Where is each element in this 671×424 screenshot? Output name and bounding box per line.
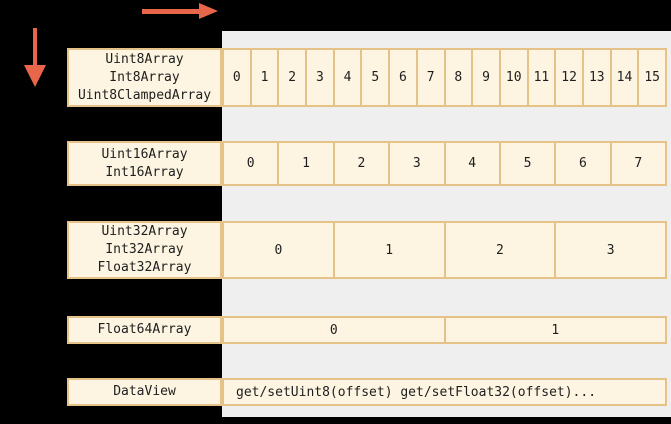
word-cell: 3 xyxy=(388,143,443,184)
dword-cell: 3 xyxy=(554,223,665,277)
down-arrow-head xyxy=(24,65,46,87)
cells-float64-view: 0 1 xyxy=(222,316,667,344)
byte-cell: 0 xyxy=(232,70,241,85)
qword-cell: 0 xyxy=(329,322,338,338)
row-uint8-views: Uint8Array Int8Array Uint8ClampedArray 0… xyxy=(67,48,667,107)
row-float64-view: Float64Array 0 1 xyxy=(67,316,667,344)
label-uint32-views: Uint32Array Int32Array Float32Array xyxy=(67,221,222,279)
right-arrow-head xyxy=(199,3,218,19)
label-dataview: DataView xyxy=(67,378,222,406)
down-arrow-shaft xyxy=(33,28,37,66)
word-cell: 4 xyxy=(443,143,499,184)
byte-cell: 4 xyxy=(332,50,361,105)
byte-cell: 3 xyxy=(305,50,333,105)
byte-cell: 14 xyxy=(609,50,638,105)
qword-cell: 1 xyxy=(443,318,666,342)
byte-cell: 8 xyxy=(443,50,472,105)
word-cell: 6 xyxy=(554,143,609,184)
byte-cell: 13 xyxy=(581,50,610,105)
word-cell: 0 xyxy=(246,156,255,171)
word-cell: 7 xyxy=(609,143,665,184)
word-cell: 5 xyxy=(498,143,554,184)
dword-cell: 1 xyxy=(332,223,444,277)
label-float64-view: Float64Array xyxy=(67,316,222,344)
byte-cell: 12 xyxy=(554,50,582,105)
down-arrow-icon xyxy=(24,28,46,88)
cells-uint32-views: 0 1 2 3 xyxy=(222,221,667,279)
dword-cell: 2 xyxy=(443,223,555,277)
byte-cell: 6 xyxy=(388,50,416,105)
byte-cell: 15 xyxy=(637,50,665,105)
cells-uint8-views: 0 1 2 3 4 5 6 7 8 9 10 11 12 13 14 15 xyxy=(222,48,667,107)
row-uint16-views: Uint16Array Int16Array 0 1 2 3 4 5 6 7 xyxy=(67,141,667,186)
byte-cell: 1 xyxy=(249,50,278,105)
label-uint16-views: Uint16Array Int16Array xyxy=(67,141,222,186)
dataview-methods-cell: get/setUint8(offset) get/setFloat32(offs… xyxy=(236,384,597,400)
byte-cell: 11 xyxy=(526,50,555,105)
cells-dataview: get/setUint8(offset) get/setFloat32(offs… xyxy=(222,378,667,406)
row-uint32-views: Uint32Array Int32Array Float32Array 0 1 … xyxy=(67,221,667,279)
row-dataview: DataView get/setUint8(offset) get/setFlo… xyxy=(67,378,667,406)
byte-cell: 7 xyxy=(415,50,444,105)
word-cell: 1 xyxy=(277,143,332,184)
byte-cell: 9 xyxy=(471,50,499,105)
right-arrow-shaft xyxy=(142,9,200,14)
label-uint8-views: Uint8Array Int8Array Uint8ClampedArray xyxy=(67,48,222,107)
right-arrow-icon xyxy=(142,3,218,20)
byte-cell: 5 xyxy=(360,50,388,105)
byte-cell: 2 xyxy=(277,50,305,105)
dword-cell: 0 xyxy=(274,242,283,258)
cells-uint16-views: 0 1 2 3 4 5 6 7 xyxy=(222,141,667,186)
word-cell: 2 xyxy=(332,143,388,184)
byte-cell: 10 xyxy=(498,50,527,105)
